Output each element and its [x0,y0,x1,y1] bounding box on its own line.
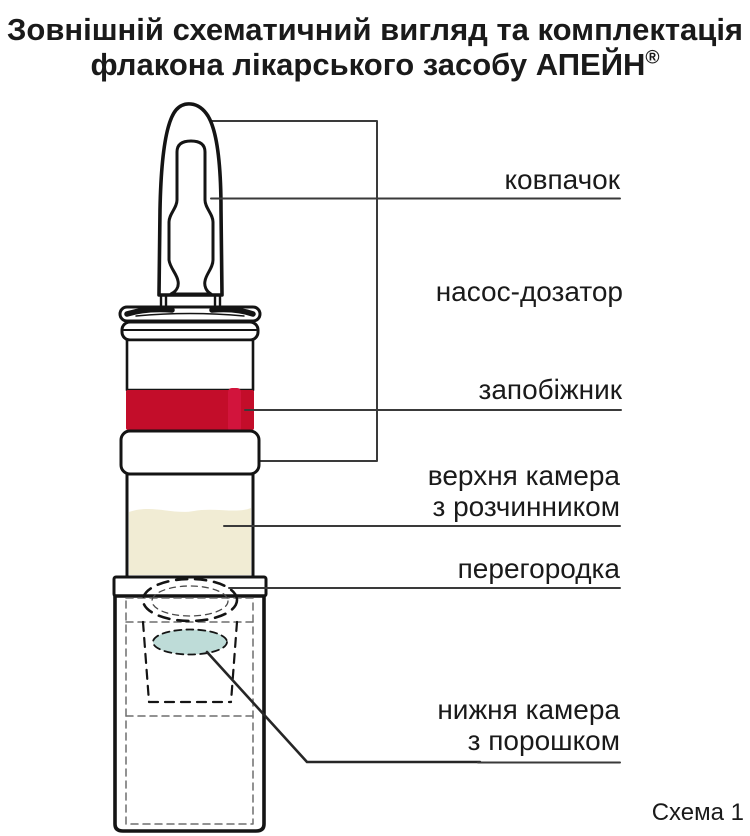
lower-chamber-leader-line [205,650,482,764]
safety-band-tab [228,388,241,432]
upper-chamber-label-line1: верхня камера [427,460,620,491]
scheme-caption: Схема 1 [651,799,744,826]
partition-ellipse-inner [151,585,229,617]
title-line-1: Зовнішній схематичний вигляд та комплект… [6,12,744,47]
nozzle-shape [167,139,215,296]
pump-housing [125,338,255,392]
flange-disc-shade-right [209,306,256,317]
solvent-liquid [129,508,251,575]
safety-label: запобіжник [478,374,623,405]
safety-band [126,390,254,430]
lower-chamber-label-line1: нижня камера [437,694,620,725]
powder-cup-dashed [141,620,239,704]
inner-vial-dashed [125,597,254,825]
lower-chamber-label: нижня камера з порошком [437,694,620,756]
pump-label: насос-дозатор [435,276,623,307]
pump-leader-line [196,120,378,462]
junction-flange [112,575,268,598]
partition-label: перегородка [457,553,620,584]
title-line-2: флакона лікарського засобу АПЕЙН® [0,47,750,82]
flange-disc-shade-left [124,306,175,317]
title-line-2-text: флакона лікарського засобу АПЕЙН [90,47,646,82]
upper-chamber-label: верхня камера з розчинником [428,460,620,522]
page-title: Зовнішній схематичний вигляд та комплект… [0,12,750,82]
collar-shape [119,429,261,476]
upper-chamber-label-line2: з розчинником [432,491,620,522]
cap-label: ковпачок [504,164,620,195]
cap-skirt-lines [159,294,222,309]
registered-mark: ® [645,47,660,69]
lower-chamber-label-line2: з порошком [467,725,620,756]
powder-fill-ellipse [152,628,228,656]
flange-disc-back-edge [135,312,245,317]
lower-body [113,594,266,833]
partition-ellipse-outer [141,577,239,623]
